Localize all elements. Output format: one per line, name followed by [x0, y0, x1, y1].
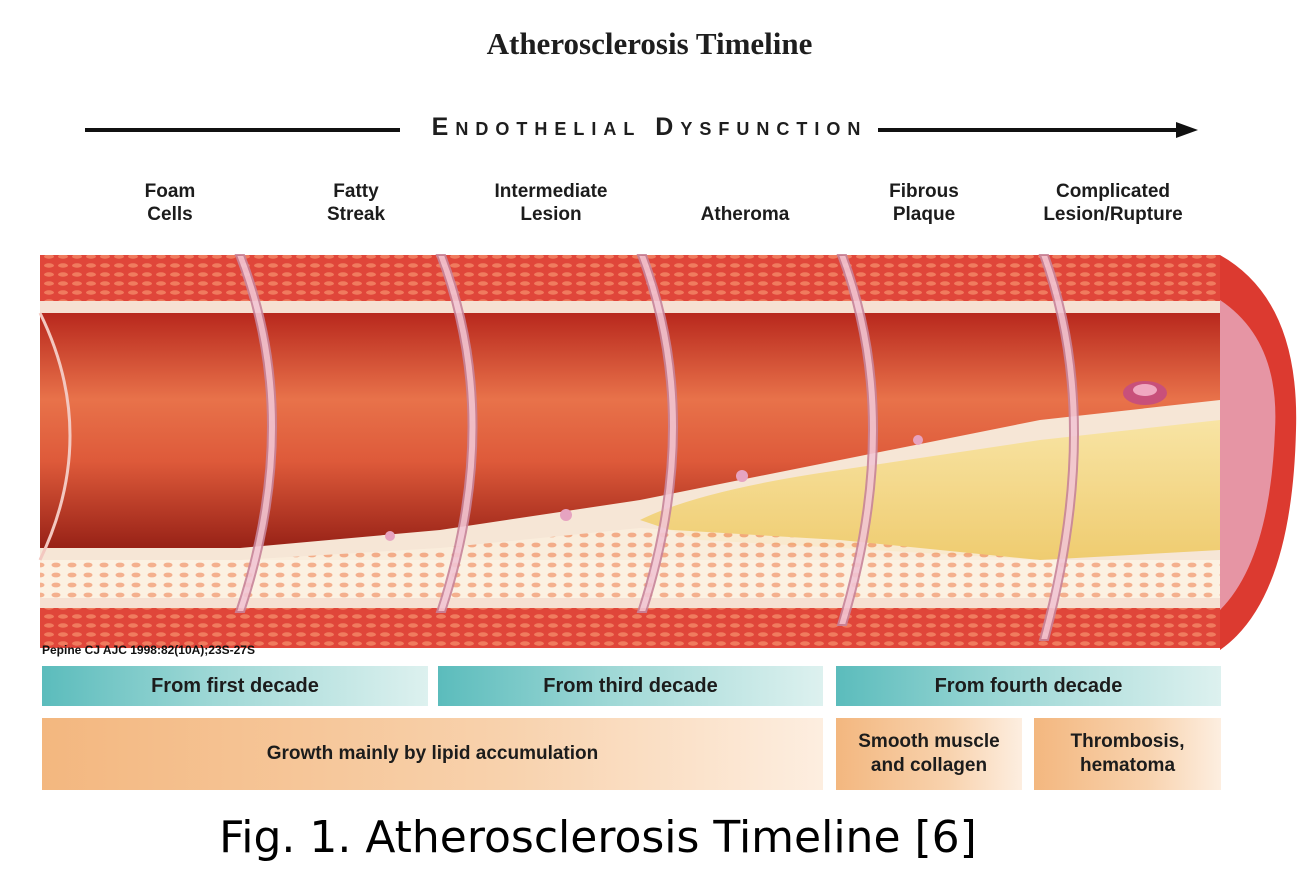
onset-fourth-decade: From fourth decade [836, 666, 1221, 706]
artery-illustration [0, 0, 1299, 660]
onset-third-decade: From third decade [438, 666, 823, 706]
figure-caption: Fig. 1. Atherosclerosis Timeline [6] [0, 812, 1196, 863]
onset-first-decade: From first decade [42, 666, 428, 706]
citation: Pepine CJ AJC 1998:82(10A);23S-27S [42, 643, 255, 657]
growth-lipid-accumulation: Growth mainly by lipid accumulation [42, 718, 823, 790]
growth-thrombosis: Thrombosis,hematoma [1034, 718, 1221, 790]
